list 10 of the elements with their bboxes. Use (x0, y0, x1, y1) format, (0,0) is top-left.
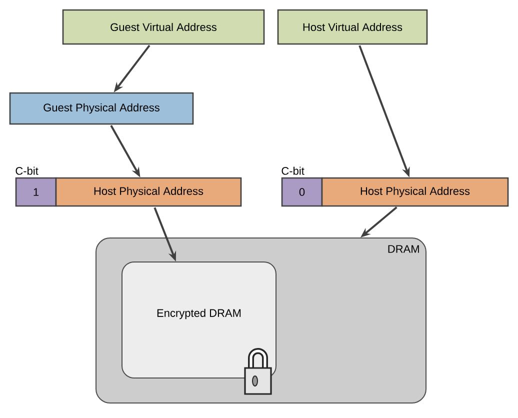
address-box: Guest Virtual Address (62, 9, 265, 45)
c-bit-cell: 0 (281, 177, 323, 207)
c-bit-label: C-bit (16, 166, 38, 175)
address-box: Guest Physical Address (9, 92, 194, 125)
address-box: Host Physical Address (321, 177, 509, 207)
encrypted-region: Encrypted DRAM (122, 262, 276, 378)
c-bit-cell: 1 (15, 177, 57, 207)
address-box: Host Physical Address (55, 177, 242, 207)
c-bit-label: C-bit (282, 166, 304, 175)
address-box: Host Virtual Address (277, 9, 428, 45)
